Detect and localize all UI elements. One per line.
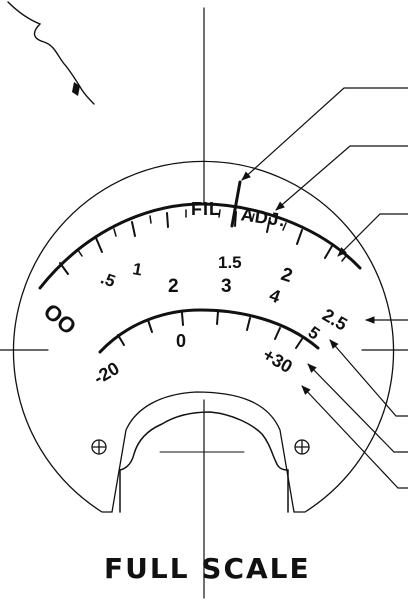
inner-tick bbox=[216, 311, 219, 325]
fil-label: FIL bbox=[191, 199, 221, 219]
outer-minor-tick bbox=[77, 249, 83, 257]
inner-label-plus-30: +30 bbox=[259, 344, 295, 377]
inner-tick bbox=[147, 319, 153, 333]
outer-scale-ticks bbox=[59, 209, 347, 275]
outer-minor-tick bbox=[341, 255, 347, 262]
inner-tick bbox=[246, 317, 251, 331]
outer-scale-arc bbox=[38, 202, 362, 290]
mounting-screw-icon bbox=[294, 439, 310, 455]
outer-major-tick bbox=[324, 245, 333, 259]
outer-label-2: 2 bbox=[168, 276, 179, 297]
outer-minor-tick bbox=[251, 213, 255, 222]
break-line bbox=[7, 1, 95, 105]
caption: FULL SCALE bbox=[104, 552, 311, 585]
mounting-screw-icon bbox=[91, 439, 107, 455]
outer-minor-tick bbox=[282, 222, 287, 231]
inner-tick bbox=[117, 334, 125, 346]
outer-label-1-5: 1.5 bbox=[218, 253, 242, 272]
outer-label-2-right: 2 bbox=[278, 264, 295, 287]
outer-minor-tick bbox=[218, 209, 221, 218]
leader-line-adj bbox=[275, 145, 408, 211]
outer-major-tick bbox=[266, 217, 271, 233]
inner-label-0: 0 bbox=[176, 331, 186, 351]
inner-scale-arc bbox=[98, 308, 320, 354]
leader-lines bbox=[241, 87, 408, 489]
inner-scale-ticks bbox=[117, 311, 303, 349]
outer-major-tick bbox=[95, 237, 103, 253]
outer-minor-tick bbox=[149, 215, 152, 224]
leader-line-inner-arc bbox=[307, 363, 408, 453]
inner-tick bbox=[295, 338, 303, 349]
middle-label-4: 4 bbox=[267, 285, 283, 307]
outer-major-tick bbox=[296, 229, 303, 245]
inner-tick bbox=[181, 312, 184, 326]
inner-tick bbox=[274, 327, 281, 340]
outer-label-2-5: 2.5 bbox=[319, 305, 351, 335]
adj-label: ADJ. bbox=[240, 204, 287, 230]
dial-outline bbox=[12, 160, 395, 513]
outer-major-tick bbox=[234, 211, 237, 227]
outer-major-tick bbox=[59, 262, 69, 275]
leader-line-pointer bbox=[241, 87, 408, 181]
inner-label-minus-20: -20 bbox=[90, 358, 123, 388]
outer-label-1: 1 bbox=[131, 259, 144, 279]
leader-line-plus-30 bbox=[301, 385, 408, 489]
center-cutout bbox=[119, 411, 289, 513]
outer-label-0-5: .5 bbox=[98, 268, 118, 291]
middle-label-3: 3 bbox=[221, 276, 232, 297]
outer-minor-tick bbox=[113, 228, 117, 237]
break-line-mark bbox=[72, 82, 80, 96]
outer-major-tick bbox=[131, 221, 136, 237]
outer-label-infinity: OO bbox=[39, 298, 81, 339]
leader-line-outer-arc bbox=[337, 213, 408, 257]
pointer-needle bbox=[230, 180, 242, 228]
outer-major-tick bbox=[166, 212, 169, 228]
leader-line-5 bbox=[329, 339, 408, 417]
